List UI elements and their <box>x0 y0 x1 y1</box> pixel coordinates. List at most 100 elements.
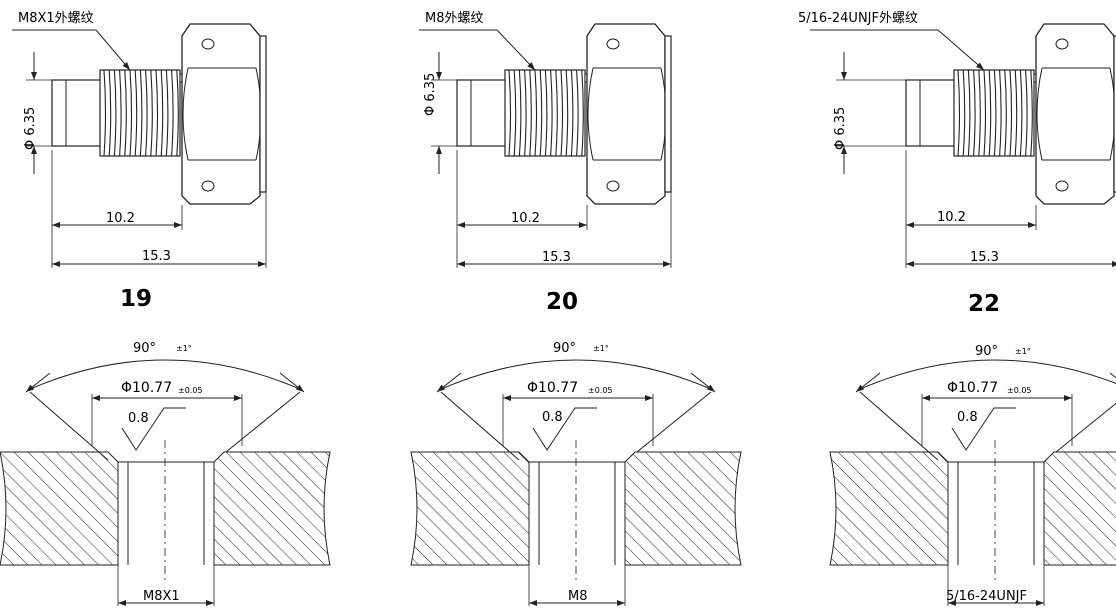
section-right <box>624 451 742 566</box>
dim-long-label: 15.3 <box>542 250 571 265</box>
angle-tolerance: ±1° <box>593 344 609 353</box>
mount-hole <box>1055 38 1069 50</box>
roughness-label: 0.8 <box>957 410 978 425</box>
bore-tolerance: ±0.05 <box>178 386 203 395</box>
section-left <box>410 451 530 566</box>
thread-groove <box>988 69 992 157</box>
diameter-arrow-head <box>841 72 847 80</box>
thread-groove <box>113 69 117 157</box>
roughness-symbol <box>121 407 186 451</box>
diameter-label: Φ 6.35 <box>833 106 848 150</box>
flange <box>664 35 672 193</box>
thread-groove <box>983 69 987 157</box>
angle-label: 90° <box>975 344 999 359</box>
part-number: 20 <box>546 289 579 315</box>
thread-dim-arrow-head <box>206 600 214 606</box>
thread-groove <box>978 69 981 157</box>
dim-short-arrow-head <box>1028 222 1036 228</box>
angle-arc <box>438 359 714 391</box>
thread-groove <box>529 69 532 157</box>
thread-groove <box>171 69 174 157</box>
mount-hole <box>201 180 215 192</box>
bore-arrow-head <box>645 395 653 401</box>
thread-groove <box>155 69 159 157</box>
thread-dim-arrow-head <box>617 600 625 606</box>
bore-arrow-head <box>92 395 100 401</box>
thread-groove <box>1014 69 1018 157</box>
thread-body <box>99 69 181 157</box>
panel-19: M8X1外螺纹 Φ 6.35 10.2 15.3 19 90° ±1° Φ10.… <box>0 0 372 610</box>
thread-groove <box>973 69 976 157</box>
connector-drawing <box>0 23 331 606</box>
dim-short-arrow-head <box>174 222 182 228</box>
callout-leader-head <box>527 62 535 70</box>
diameter-arrow-head <box>31 146 37 154</box>
panel-22: 5/16-24UNJF外螺纹 Φ 6.35 10.2 15.3 22 90° ±… <box>798 0 1116 610</box>
thread-groove <box>544 69 548 157</box>
callout-leader <box>95 29 131 71</box>
thread-groove <box>550 69 553 157</box>
thread-groove <box>139 69 143 157</box>
flange <box>1113 35 1116 193</box>
angle-arrow-head <box>706 384 715 392</box>
angle-tolerance: ±1° <box>1015 347 1031 356</box>
chamfer-line <box>859 391 939 461</box>
chamfer-line <box>1055 402 1116 453</box>
hex-nut <box>586 23 666 205</box>
flange <box>259 35 267 193</box>
chamfer-line <box>225 391 301 453</box>
angle-arrow-head <box>437 384 446 392</box>
dim-short-label: 10.2 <box>937 210 966 225</box>
section-right <box>213 451 331 566</box>
mount-hole <box>606 38 620 50</box>
bore-tolerance: ±0.05 <box>1007 386 1032 395</box>
thread-groove <box>513 69 517 157</box>
roughness-label: 0.8 <box>128 411 149 426</box>
thread-groove <box>999 69 1002 157</box>
angle-arrow-head <box>856 384 865 392</box>
thread-groove <box>1030 69 1033 157</box>
thread-groove <box>560 69 564 157</box>
dim-long-arrow-head <box>52 261 60 267</box>
thread-groove <box>176 69 179 157</box>
angle-tolerance: ±1° <box>176 344 192 353</box>
roughness-symbol <box>532 407 597 451</box>
dim-short-arrow-head <box>52 222 60 228</box>
thread-body <box>504 69 586 157</box>
callout-leader-head <box>122 61 130 70</box>
thread-groove <box>565 69 569 157</box>
dim-long-arrow-head <box>457 261 465 267</box>
connector-drawing <box>410 23 742 606</box>
angle-label: 90° <box>133 341 157 356</box>
dim-short-label: 10.2 <box>511 211 540 226</box>
thread-groove <box>108 69 112 157</box>
thread-groove <box>1004 69 1007 157</box>
callout-leader-head <box>975 62 984 70</box>
bore-diameter-label: Φ10.77 <box>947 380 999 396</box>
angle-label: 90° <box>553 341 577 356</box>
thread-callout: 5/16-24UNJF外螺纹 <box>798 11 918 26</box>
thread-groove <box>508 69 512 157</box>
angle-arrow-head <box>26 384 35 392</box>
thread-groove <box>150 69 153 157</box>
dim-short-arrow-head <box>579 222 587 228</box>
diameter-arrow-head <box>436 146 442 154</box>
thread-body <box>953 69 1035 157</box>
panel-20: M8外螺纹 Φ 6.35 10.2 15.3 20 90° ±1° Φ10.77… <box>405 0 777 610</box>
thread-groove <box>145 69 148 157</box>
thread-dim-arrow-head <box>1036 600 1044 606</box>
dim-short-arrow-head <box>906 222 914 228</box>
part-number: 22 <box>968 291 1001 317</box>
thread-groove <box>962 69 966 157</box>
thread-groove <box>518 69 522 157</box>
bottom-thread-label: M8X1 <box>143 589 180 604</box>
diameter-arrow-head <box>31 72 37 80</box>
bore-arrow-head <box>234 395 242 401</box>
chamfer-line <box>440 391 520 461</box>
bore-arrow-head <box>503 395 511 401</box>
bore-diameter-label: Φ10.77 <box>121 380 173 396</box>
bore-arrow-head <box>1064 395 1072 401</box>
diameter-label: Φ 6.35 <box>23 106 38 150</box>
callout-leader <box>496 29 536 71</box>
hex-nut <box>1035 23 1115 205</box>
